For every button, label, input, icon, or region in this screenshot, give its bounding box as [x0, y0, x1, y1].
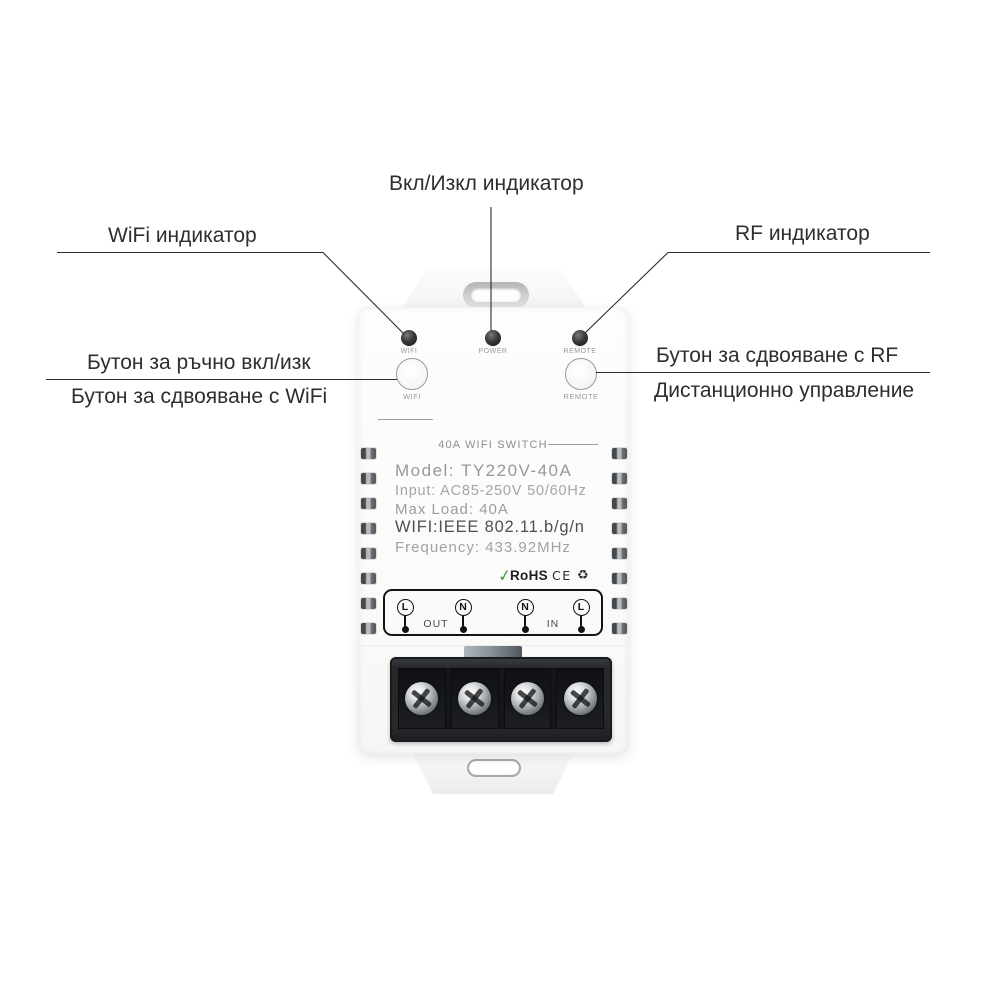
- terminal-cell: [398, 668, 446, 729]
- vent-slot: [612, 598, 627, 609]
- spec-model: Model: TY220V-40A: [395, 461, 573, 480]
- out-label: OUT: [423, 618, 449, 630]
- terminal-stem: [580, 616, 582, 628]
- wifi-led-indicator: [401, 330, 417, 346]
- terminal-symbol-l-out: L: [396, 599, 414, 616]
- wifi-button: [396, 358, 428, 390]
- power-led-indicator: [485, 330, 501, 346]
- in-label: IN: [546, 618, 560, 630]
- vent-slot: [612, 498, 627, 509]
- terminal-stem: [404, 616, 406, 628]
- terminal-block: [390, 657, 612, 742]
- spec-max-load: Max Load: 40A: [395, 501, 509, 518]
- vent-slot: [612, 523, 627, 534]
- terminal-cell: [556, 668, 604, 729]
- vent-slot: [361, 448, 376, 459]
- din-clip: [464, 646, 522, 658]
- vent-slot: [361, 548, 376, 559]
- spec-wifi-standard: WIFI:IEEE 802.11.b/g/n: [395, 518, 585, 536]
- vent-slot: [361, 498, 376, 509]
- callout-remote-control: Дистанционно управление: [654, 379, 915, 402]
- callout-rf-pairing-button: Бутон за сдвояване с RF: [656, 344, 899, 367]
- terminal-diagram-box: L N N L OUT IN: [383, 589, 603, 636]
- remote-button-label: REMOTE: [563, 392, 599, 401]
- terminal-symbol-n-in: N: [516, 599, 534, 616]
- terminal-dot: [521, 626, 529, 633]
- terminal-screw: [563, 682, 597, 715]
- terminal-dot: [577, 626, 585, 633]
- remote-button: [565, 358, 597, 390]
- rohs-label: RoHS: [510, 568, 548, 583]
- terminal-dot: [401, 626, 409, 633]
- remote-led-label: REMOTE: [563, 348, 597, 355]
- callout-wifi-indicator: WiFi индикатор: [108, 224, 257, 247]
- callout-manual-onoff-button: Бутон за ръчно вкл/изк: [87, 351, 311, 374]
- spec-frequency: Frequency: 433.92MHz: [395, 539, 571, 556]
- vent-slot: [361, 523, 376, 534]
- ce-mark: CE: [552, 568, 572, 583]
- callout-power-indicator: Вкл/Изкл индикатор: [389, 172, 584, 195]
- terminal-symbol-n-out: N: [454, 599, 472, 616]
- terminal-stem: [524, 616, 526, 628]
- callout-wifi-pairing-button: Бутон за сдвояване с WiFi: [71, 385, 328, 408]
- vent-slot: [361, 598, 376, 609]
- power-led-label: POWER: [478, 348, 508, 355]
- vent-slot: [612, 573, 627, 584]
- mounting-hole-top-inner: [471, 288, 521, 302]
- terminal-cells: [398, 668, 604, 729]
- callout-rf-indicator: RF индикатор: [735, 222, 870, 245]
- mounting-tab-bottom: [412, 752, 574, 794]
- mounting-tab-top: [402, 268, 586, 308]
- product-title: 40A WIFI SWITCH: [438, 439, 548, 451]
- vent-slot: [612, 623, 627, 634]
- spec-input: Input: AC85-250V 50/60Hz: [395, 483, 587, 499]
- terminal-symbol-l-in: L: [572, 599, 590, 616]
- mounting-hole-top: [463, 282, 529, 308]
- terminal-stem: [462, 616, 464, 628]
- wifi-led-label: WIFI: [400, 348, 418, 355]
- terminal-screw: [405, 682, 439, 715]
- vent-slot: [612, 473, 627, 484]
- remote-led-indicator: [572, 330, 588, 346]
- terminal-dot: [459, 626, 467, 633]
- vent-slot: [361, 623, 376, 634]
- terminal-cell: [450, 668, 499, 729]
- wifi-button-label: WIFI: [403, 392, 421, 401]
- device-body: WIFI POWER REMOTE WIFI REMOTE 40A WIFI S…: [358, 307, 629, 754]
- face-hairline-right: [548, 444, 598, 445]
- body-seam: [360, 645, 627, 646]
- vent-slot: [361, 573, 376, 584]
- vent-slot: [612, 448, 627, 459]
- recycle-icon: ♻: [577, 567, 589, 582]
- mounting-hole-bottom: [467, 759, 521, 777]
- vent-slot: [361, 473, 376, 484]
- vent-slot: [612, 548, 627, 559]
- face-hairline-left: [378, 419, 433, 420]
- terminal-screw: [510, 682, 544, 715]
- terminal-cell: [503, 668, 552, 729]
- terminal-screw: [458, 682, 492, 715]
